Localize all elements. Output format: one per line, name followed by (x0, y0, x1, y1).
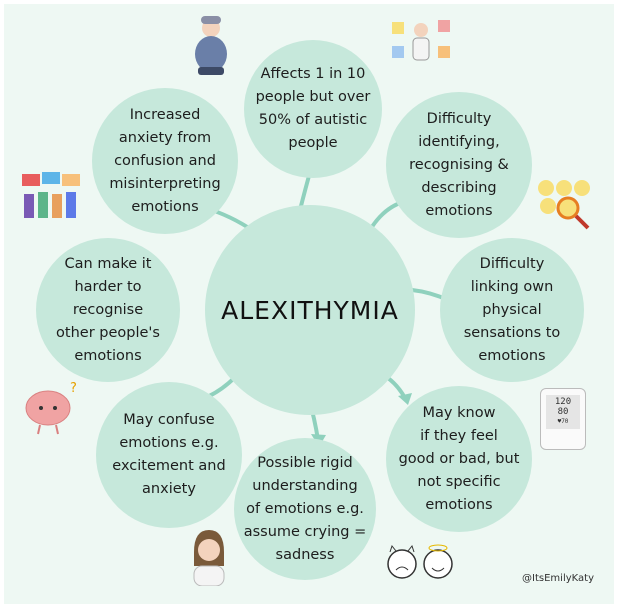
fact-circle-sensations: Difficulty linking own physical sensatio… (440, 238, 584, 382)
emotion-cards-person-icon (392, 20, 450, 61)
fact-circle-good-or-bad: May know if they feel good or bad, but n… (386, 386, 532, 532)
fact-circle-prevalence: Affects 1 in 10 people but over 50% of a… (244, 40, 382, 178)
sad-person-icon (195, 16, 227, 75)
monitor-systolic: 120 (554, 397, 572, 407)
fact-circle-anxiety: Increased anxiety from confusion and mis… (92, 88, 238, 234)
fact-text: Increased anxiety from confusion and mis… (109, 106, 221, 215)
confused-brain-icon: ? (25, 381, 77, 435)
blood-pressure-monitor-icon: 120 80 ♥70 (540, 388, 586, 450)
fact-text: Affects 1 in 10 people but over 50% of a… (255, 66, 371, 151)
title: ALEXITHYMIA (221, 295, 399, 325)
crying-person-icon (193, 530, 225, 586)
group-of-people-icon (22, 172, 80, 218)
svg-text:?: ? (70, 381, 77, 396)
devil-angel-faces-icon (387, 544, 453, 579)
fact-text: May know if they feel good or bad, but n… (398, 404, 520, 513)
fact-circle-identifying: Difficulty identifying, recognising & de… (386, 92, 532, 238)
monitor-pulse: ♥70 (557, 418, 569, 425)
fact-text: May confuse emotions e.g. excitement and… (112, 412, 226, 497)
fact-text: Difficulty linking own physical sensatio… (463, 255, 561, 364)
fact-circle-confuse: May confuse emotions e.g. excitement and… (96, 382, 242, 528)
fact-text: Can make it harder to recognise other pe… (56, 255, 160, 364)
emoji-magnifier-icon (538, 180, 590, 230)
fact-circle-others: Can make it harder to recognise other pe… (36, 238, 180, 382)
fact-text: Difficulty identifying, recognising & de… (409, 110, 509, 219)
author-credit: @ItsEmilyKaty (522, 573, 594, 584)
fact-circle-rigid: Possible rigid understanding of emotions… (234, 438, 376, 580)
center-circle: ALEXITHYMIA (205, 205, 415, 415)
fact-text: Possible rigid understanding of emotions… (243, 454, 367, 563)
monitor-diastolic: 80 (557, 407, 569, 417)
